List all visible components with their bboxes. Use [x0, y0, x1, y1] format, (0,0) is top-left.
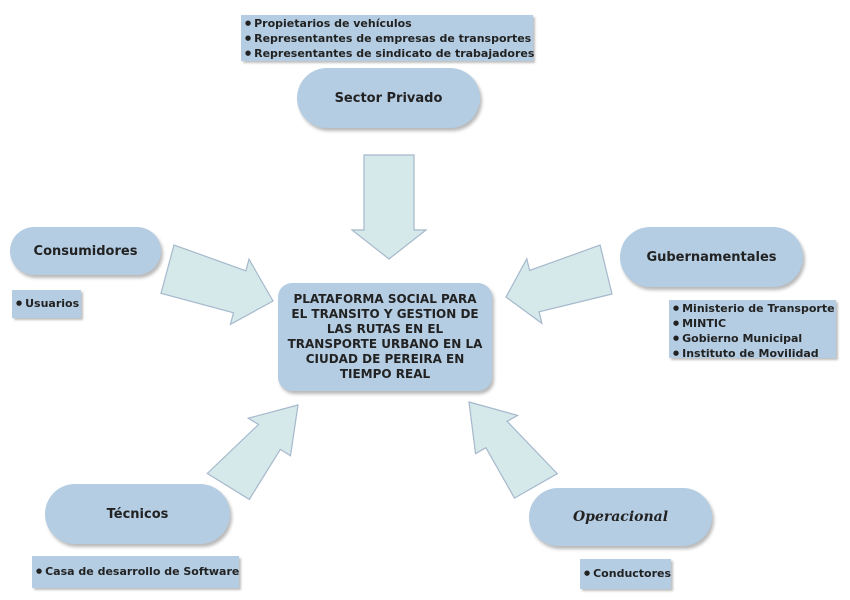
arrow-gubernamentales: [505, 244, 613, 325]
node-consumidores: Consumidores: [10, 227, 161, 275]
node-sector-privado: Sector Privado: [297, 68, 480, 128]
node-tecnicos-label: Técnicos: [106, 506, 169, 522]
sector-privado-item: Representantes de empresas de transporte…: [245, 31, 531, 46]
arrow-operacional: [468, 401, 559, 499]
node-operacional: Operacional: [529, 488, 712, 546]
node-gubernamentales-label: Gubernamentales: [646, 249, 777, 265]
arrow-tecnicos: [206, 404, 299, 501]
operacional-item: Conductores: [584, 566, 671, 581]
central-platform-title: PLATAFORMA SOCIAL PARA EL TRANSITO Y GES…: [287, 292, 483, 381]
gubernamentales-item: Ministerio de Transporte: [673, 301, 834, 316]
sector-privado-items: Propietarios de vehículos Representantes…: [241, 15, 534, 61]
consumidores-items: Usuarios: [12, 290, 81, 318]
central-platform: PLATAFORMA SOCIAL PARA EL TRANSITO Y GES…: [278, 283, 492, 391]
node-operacional-label: Operacional: [572, 509, 669, 525]
gubernamentales-items: Ministerio de Transporte MINTIC Gobierno…: [669, 300, 836, 361]
operacional-items: Conductores: [580, 559, 671, 589]
sector-privado-item: Representantes de sindicato de trabajado…: [245, 46, 534, 61]
sector-privado-item: Propietarios de vehículos: [245, 16, 529, 31]
tecnicos-items: Casa de desarrollo de Software: [32, 556, 239, 588]
node-tecnicos: Técnicos: [45, 484, 230, 544]
arrow-sector-privado: [350, 154, 428, 260]
gubernamentales-item: Gobierno Municipal: [673, 331, 832, 346]
node-gubernamentales: Gubernamentales: [620, 227, 803, 287]
node-sector-privado-label: Sector Privado: [334, 90, 443, 106]
arrow-consumidores: [160, 244, 274, 326]
consumidores-item: Usuarios: [16, 296, 79, 311]
gubernamentales-item: MINTIC: [673, 316, 832, 331]
tecnicos-item: Casa de desarrollo de Software: [36, 564, 239, 579]
node-consumidores-label: Consumidores: [33, 243, 138, 259]
gubernamentales-item: Instituto de Movilidad: [673, 346, 832, 361]
